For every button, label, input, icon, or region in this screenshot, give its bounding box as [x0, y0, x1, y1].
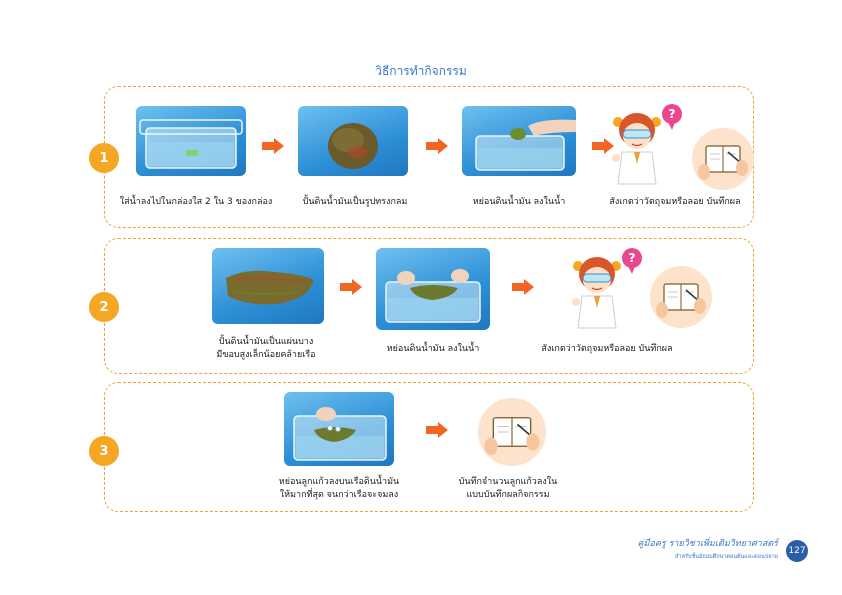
step-1-caption-2: ปั้นดินน้ำมันเป็นรูปทรงกลม [302, 197, 408, 207]
step-2-badge: 2 [89, 292, 119, 322]
step-1-caption-3: หย่อนดินน้ำมัน ลงในน้ำ [472, 197, 566, 207]
footer-subtitle: สำหรับชั้นมัธยมศึกษาตอนต้นและตอนปลาย [674, 554, 778, 560]
step-2-caption-1: ปั้นดินน้ำมันเป็นแผ่นบาง มีขอบสูงเล็กน้อ… [196, 336, 336, 362]
step-3-caption-2-line-2: แบบบันทึกผลกิจกรรม [466, 490, 550, 500]
page-number: 127 [786, 540, 808, 562]
step-3-caption-1-line-2: ให้มากที่สุด จนกว่าเรือจะจมลง [279, 490, 399, 500]
step-2-caption-3: สังเกตว่าวัตถุจมหรือลอย บันทึกผล [541, 344, 673, 354]
step-2-question-mark-icon: ? [629, 251, 636, 265]
step-1-caption-4: สังเกตว่าวัตถุจมหรือลอย บันทึกผล [609, 197, 741, 207]
step-3-badge: 3 [89, 436, 119, 466]
step-3-notebook-icon [478, 398, 546, 466]
footer-title: คู่มือครู รายวิชาเพิ่มเติมวิทยาศาสตร์ [637, 539, 779, 549]
step-3-caption-2: บันทึกจำนวนลูกแก้วลงใน แบบบันทึกผลกิจกรร… [446, 476, 570, 502]
page-title: วิธีการทำกิจกรรม [375, 64, 467, 78]
step-1-photo-drop-clay [462, 106, 576, 176]
step-3-caption-2-line-1: บันทึกจำนวนลูกแก้วลงใน [458, 477, 558, 487]
step-1-question-mark-icon: ? [669, 107, 676, 121]
step-1-arrow-3 [592, 138, 614, 154]
step-2-photo-clay-sheet [212, 248, 324, 324]
step-3-caption-1-line-1: หย่อนลูกแก้วลงบนเรือดินน้ำมัน [278, 477, 400, 487]
step-1-badge: 1 [89, 143, 119, 173]
step-3-caption-1: หย่อนลูกแก้วลงบนเรือดินน้ำมัน ให้มากที่ส… [262, 476, 416, 502]
step-2-caption-1-line-1: ปั้นดินน้ำมันเป็นแผ่นบาง [218, 337, 314, 347]
step-1-photo-clay-ball [298, 106, 408, 176]
step-3-panel [104, 382, 754, 512]
step-1-notebook-icon [692, 128, 754, 190]
step-1-arrow-1 [262, 138, 284, 154]
step-3-photo-marbles-boat [284, 392, 394, 466]
step-2-photo-drop-clay-boat [376, 248, 490, 330]
step-1-scientist-girl-illustration: ? [612, 102, 682, 188]
step-1-arrow-2 [426, 138, 448, 154]
step-2-notebook-icon [650, 266, 712, 328]
step-3-arrow-1 [426, 422, 448, 438]
step-2-arrow-2 [512, 279, 534, 295]
step-1-caption-1: ใส่น้ำลงไปในกล่องใส 2 ใน 3 ของกล่อง [119, 197, 273, 207]
step-2-scientist-girl-illustration: ? [572, 246, 642, 332]
step-2-caption-1-line-2: มีขอบสูงเล็กน้อยคล้ายเรือ [216, 350, 316, 360]
step-2-arrow-1 [340, 279, 362, 295]
step-2-caption-2: หย่อนดินน้ำมัน ลงในน้ำ [386, 344, 480, 354]
step-1-photo-water-box [136, 106, 246, 176]
